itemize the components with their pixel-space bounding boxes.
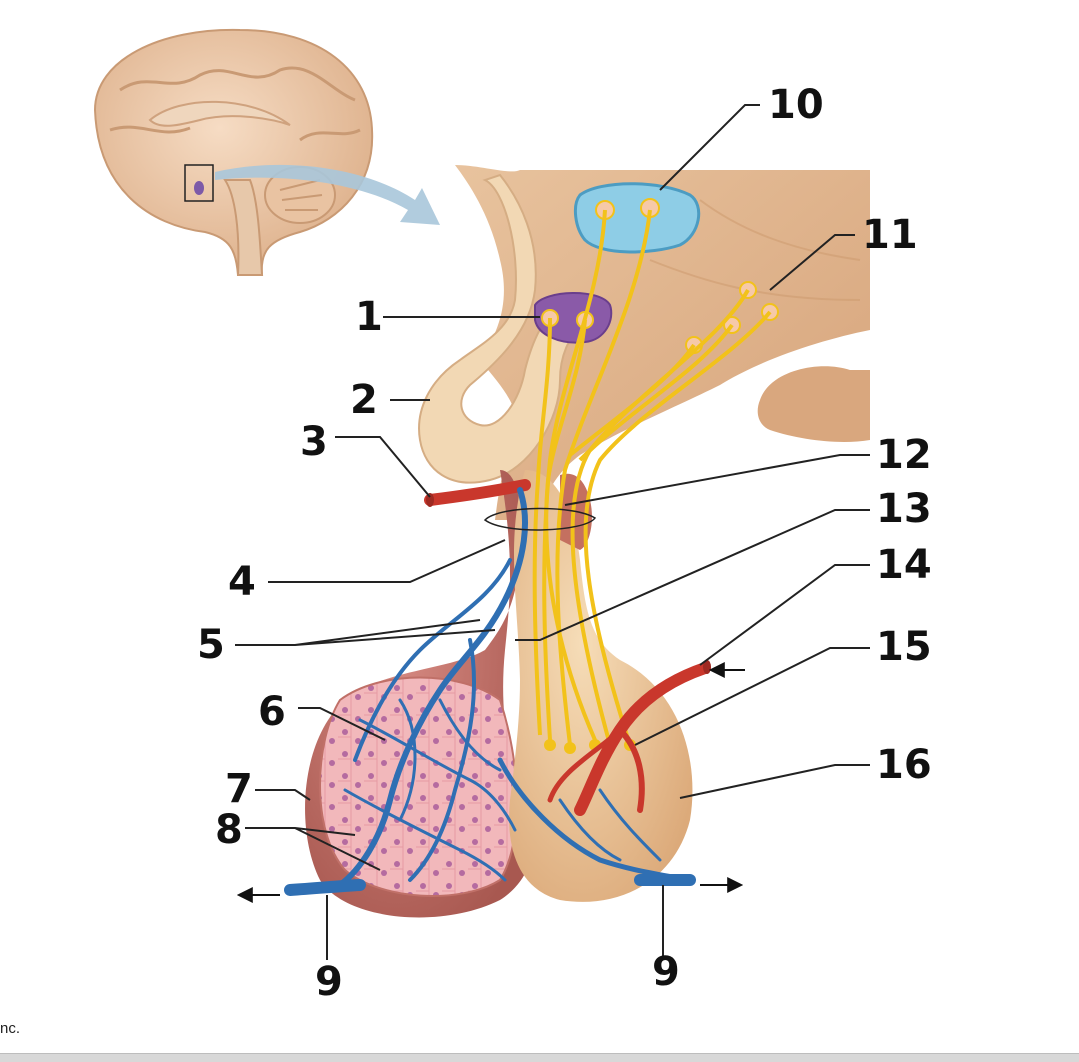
label-9-right: 9	[652, 949, 680, 995]
label-2: 2	[350, 377, 378, 423]
artery-end-left	[426, 493, 434, 507]
label-7: 7	[225, 766, 253, 812]
number-labels: 1 2 3 4 5 6 7 8 9 9 10 11 12 13 14 15 16	[197, 82, 932, 1005]
brain-thumbnail	[93, 28, 374, 276]
arteries	[424, 479, 711, 816]
label-10: 10	[768, 82, 824, 128]
zoom-arrow	[215, 164, 440, 225]
label-6: 6	[258, 689, 286, 735]
paraventricular-nucleus	[573, 182, 701, 254]
label-9-left: 9	[315, 959, 343, 1005]
leader-lines	[235, 104, 870, 960]
zoom-box	[184, 164, 214, 202]
label-13: 13	[876, 486, 932, 532]
label-12: 12	[876, 432, 932, 478]
axon-bundle	[532, 209, 772, 746]
label-3: 3	[300, 419, 328, 465]
label-16: 16	[876, 742, 932, 788]
image-credit: nc.	[0, 1020, 21, 1037]
label-5: 5	[197, 622, 225, 668]
label-4: 4	[228, 559, 256, 605]
label-11: 11	[862, 212, 918, 258]
infundibulum-ellipse	[483, 507, 597, 531]
label-15: 15	[876, 624, 932, 670]
label-8: 8	[215, 807, 243, 853]
label-14: 14	[876, 542, 932, 588]
supraoptic-nucleus	[534, 292, 613, 344]
label-1: 1	[355, 294, 383, 340]
bottom-bar	[0, 1053, 1079, 1062]
veins	[284, 487, 696, 896]
